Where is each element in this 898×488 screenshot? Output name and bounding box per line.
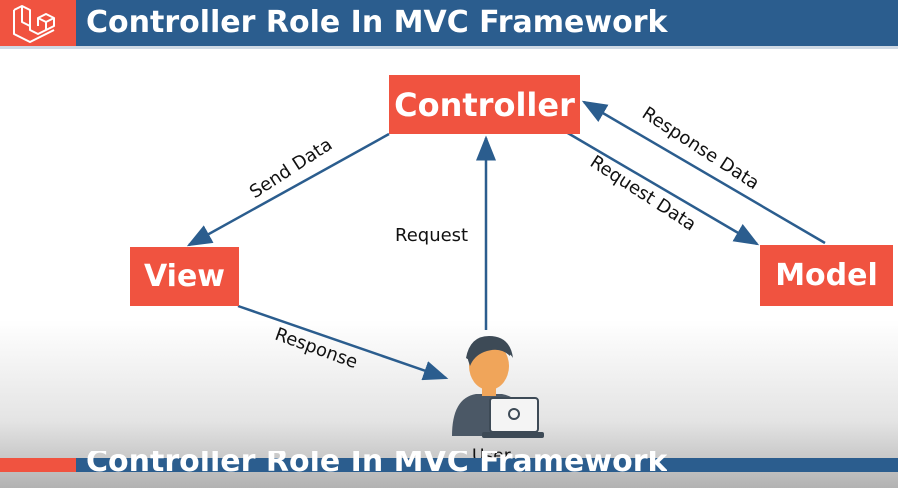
view-node: View [130,247,239,306]
model-node: Model [760,245,893,306]
controller-node: Controller [389,75,580,134]
arrow-response [237,304,449,381]
page-title: Controller Role In MVC Framework [86,5,668,40]
arrow-response-data [581,100,826,245]
header-divider [0,46,898,49]
ghost-title: Controller Role In MVC Framework [86,451,668,473]
arrow-request-data [565,130,760,246]
edge-label-request: Request [395,225,469,246]
user-laptop-icon [452,336,544,438]
ghost-header-bar [0,458,898,472]
header-bar [0,0,898,46]
ghost-logo-box [0,458,76,472]
laravel-logo-icon [13,5,55,43]
logo-box [0,0,76,46]
arrow-send-data [186,132,390,247]
